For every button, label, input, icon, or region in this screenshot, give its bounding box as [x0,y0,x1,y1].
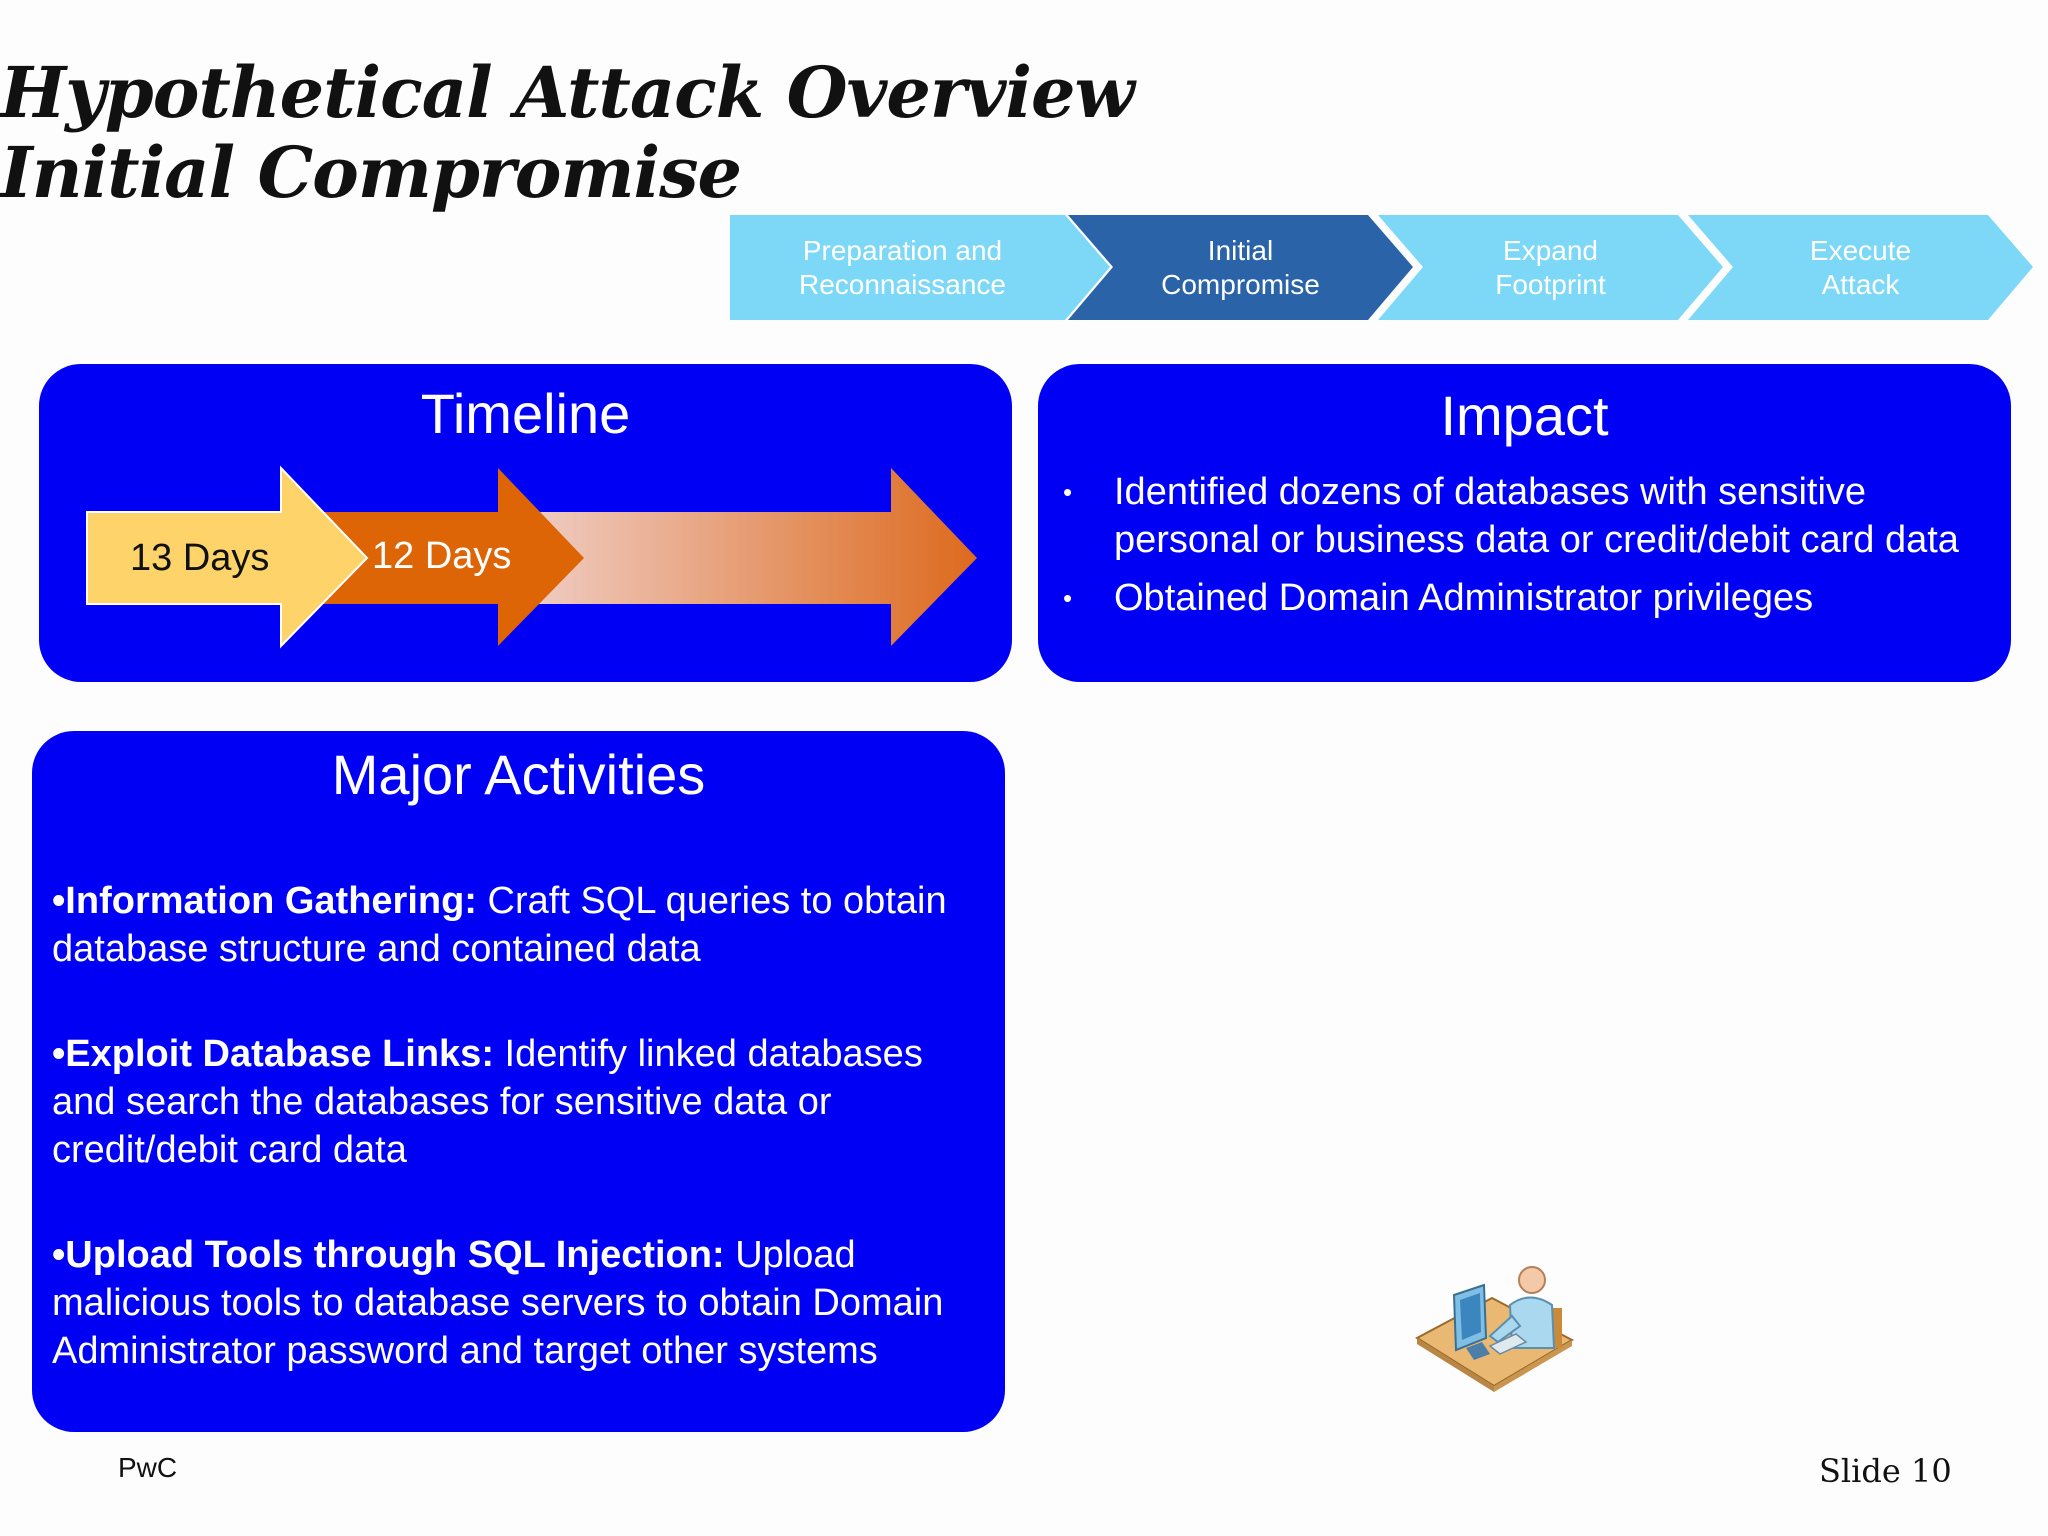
timeline-segment-1-label: 13 Days [130,537,270,579]
chevron-shape-icon [1068,215,1413,320]
impact-list: • Identified dozens of databases with se… [1038,468,2011,632]
page-title: Hypothetical Attack Overview [0,51,1135,134]
chevron-shape-icon [1688,215,2033,320]
phase-initial-compromise: Initial Compromise [1068,215,1413,320]
impact-panel: Impact • Identified dozens of databases … [1038,364,2011,682]
footer-brand: PwC [118,1452,178,1483]
bullet-icon: • [1063,477,1073,507]
activities-title: Major Activities [331,743,706,806]
activity-text: Identify linked databases and search the… [52,1033,923,1171]
impact-text: Obtained Domain Administrator privileges [1114,577,1814,619]
list-item: • Obtained Domain Administrator privileg… [1038,574,2011,622]
slide-number: Slide 10 [1819,1452,1952,1490]
phase-execute-attack: Execute Attack [1688,215,2033,320]
activity-heading: •Upload Tools through SQL Injection: [52,1234,725,1276]
activity-item: •Exploit Database Links: Identify linked… [52,1030,992,1174]
phase-preparation: Preparation and Reconnaissance [730,215,1110,320]
phase-label: Expand Footprint [1495,234,1606,300]
impact-text: Identified dozens of databases with sens… [1114,471,1959,561]
timeline-arrows-icon [86,465,977,649]
activity-text: Craft SQL queries to obtain database str… [52,880,947,970]
phase-expand-footprint: Expand Footprint [1378,215,1723,320]
activity-text: Upload malicious tools to database serve… [52,1234,944,1372]
timeline-total-arrow [469,468,977,646]
timeline-title: Timeline [420,382,631,445]
user-at-computer-icon [1415,1266,1575,1392]
page-subtitle: Initial Compromise [0,131,742,214]
activities-panel: Major Activities •Information Gathering:… [32,731,1005,1432]
phase-label: Execute Attack [1809,234,1912,300]
phase-label: Initial Compromise [1161,234,1320,300]
chevron-shape-icon [730,215,1110,320]
phase-label: Preparation and Reconnaissance [798,234,1007,300]
activity-heading: •Information Gathering: [52,880,477,922]
timeline-segment-2-label: 12 Days [372,535,512,577]
chevron-shape-icon [1378,215,1723,320]
list-item: • Identified dozens of databases with se… [1038,468,2011,564]
timeline-segment-2-arrow [315,468,584,646]
activity-item: •Information Gathering: Craft SQL querie… [52,877,992,973]
bullet-icon: • [1063,583,1073,613]
impact-title: Impact [1440,384,1609,447]
activity-heading: •Exploit Database Links: [52,1033,494,1075]
timeline-panel: Timeline 13 Days 12 Days [39,364,1012,682]
timeline-segment-1-arrow [86,465,369,649]
activity-item: •Upload Tools through SQL Injection: Upl… [52,1231,992,1375]
